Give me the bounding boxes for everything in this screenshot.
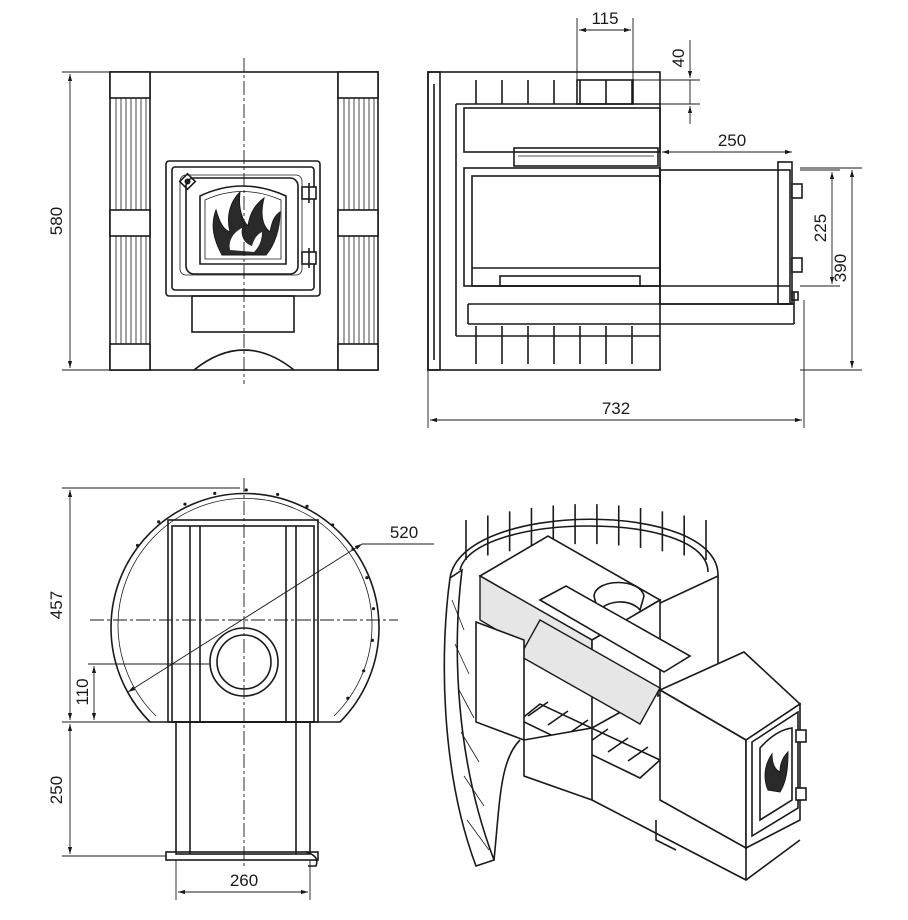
- dim-label-250-side: 250: [718, 131, 746, 150]
- dim-chimney-width: 115: [576, 9, 634, 80]
- grate-bar: [627, 746, 649, 762]
- dim-label-260: 260: [230, 871, 258, 890]
- dim-label-580: 580: [47, 207, 66, 235]
- dim-label-110: 110: [73, 678, 92, 705]
- front-bottom-arch: [193, 349, 295, 371]
- flame-icon: [212, 190, 281, 256]
- grille-bar: [463, 775, 485, 807]
- front-left-grille: [109, 71, 151, 371]
- grille-bar: [454, 643, 470, 675]
- grate-bar: [607, 737, 629, 753]
- side-view: 115 40 250 225 390: [427, 9, 862, 428]
- dim-label-520: 520: [390, 523, 418, 542]
- front-view: 580: [47, 58, 379, 384]
- dim-label-732: 732: [602, 399, 630, 418]
- dim-tunnel-width: 260: [175, 860, 311, 900]
- dim-label-250-top: 250: [47, 776, 66, 804]
- dim-front-height: 580: [47, 71, 110, 371]
- top-tunnel: [175, 721, 311, 855]
- rivet: [331, 523, 335, 527]
- grate-bar: [547, 710, 569, 726]
- rivet: [365, 576, 369, 580]
- rivet: [213, 491, 217, 495]
- rivet: [305, 504, 309, 508]
- rivet: [183, 502, 187, 506]
- grille-bar: [466, 819, 490, 851]
- door-latch-icon: [178, 172, 197, 191]
- rivet: [276, 492, 280, 497]
- grille-bar: [460, 731, 480, 763]
- front-door: [165, 160, 321, 297]
- dim-label-115: 115: [591, 9, 618, 28]
- grille-bar: [457, 687, 475, 719]
- dim-top-tunnel-length: 250: [47, 724, 166, 857]
- rivet: [135, 543, 140, 548]
- dim-tunnel-length: 250: [662, 131, 792, 155]
- front-right-grille: [337, 71, 379, 371]
- rivet: [157, 520, 161, 524]
- grille-bar: [451, 599, 465, 631]
- dim-diameter: 520: [127, 523, 434, 693]
- rivet: [370, 638, 374, 642]
- dim-label-390: 390: [831, 254, 850, 282]
- dim-depth: 457: [47, 487, 240, 723]
- dim-label-225: 225: [811, 214, 830, 242]
- rivet: [371, 607, 376, 611]
- rivet: [346, 696, 350, 700]
- dim-tunnel-height: 390: [800, 167, 862, 371]
- rivet: [244, 488, 248, 492]
- front-ash-box: [191, 295, 295, 333]
- side-tunnel: [659, 169, 791, 305]
- iso-tunnel-door: [751, 710, 807, 838]
- isometric-view: [443, 504, 807, 881]
- dim-total-length: 732: [427, 300, 805, 428]
- rivet: [362, 669, 366, 673]
- dim-door-height: 225: [800, 169, 840, 287]
- iso-flame-icon: [764, 750, 789, 793]
- dim-label-457: 457: [47, 591, 66, 619]
- top-view: 520 457 110 250 260: [47, 478, 434, 900]
- dim-chimney-offset: 40: [633, 40, 700, 124]
- dim-flue-offset: 110: [73, 663, 210, 720]
- side-chimney: [576, 79, 634, 105]
- grate-bar: [527, 701, 549, 717]
- dim-label-40: 40: [669, 49, 688, 68]
